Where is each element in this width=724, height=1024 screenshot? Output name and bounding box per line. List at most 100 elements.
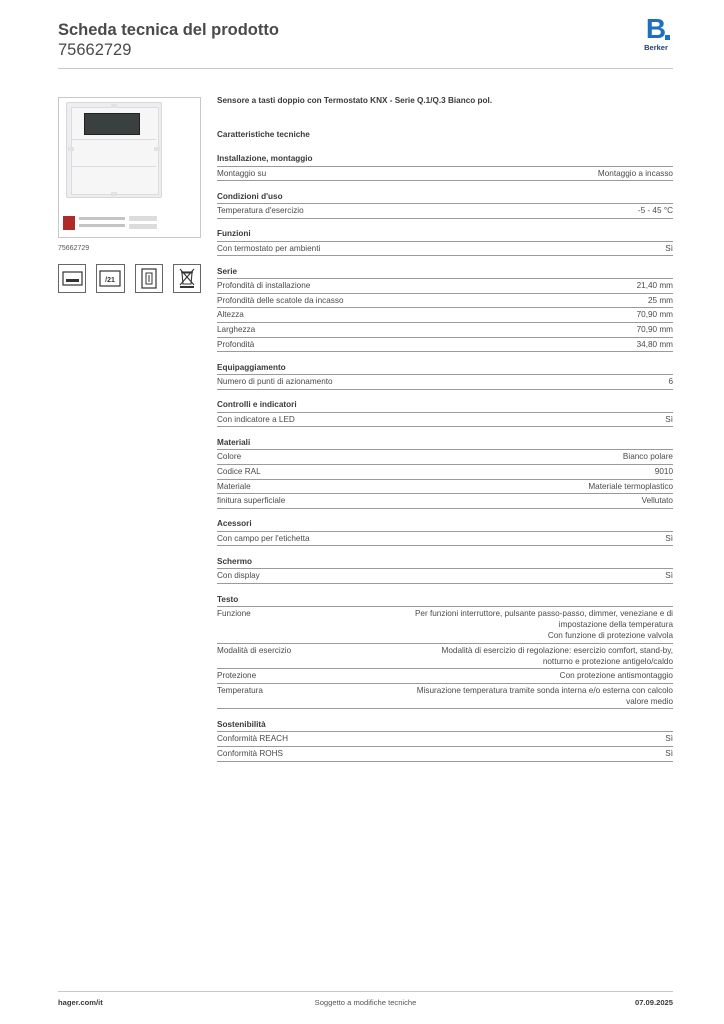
spec-label: Funzione [217, 609, 251, 618]
rocker-top [72, 139, 156, 163]
spec-value: Sì [665, 414, 673, 424]
spec-label: Profondità [217, 339, 255, 349]
left-column: 75662729 /21 [58, 97, 201, 293]
spec-row: Codice RAL 9010 [217, 465, 673, 480]
spec-label: Profondità di installazione [217, 281, 311, 291]
spec-row: Con indicatore a LED Sì [217, 413, 673, 428]
spec-label: Colore [217, 452, 242, 462]
page-title: Scheda tecnica del prodotto [58, 21, 279, 39]
spec-label: Temperatura [217, 685, 263, 695]
wall-anchor [129, 224, 157, 229]
plate-notch [68, 147, 74, 151]
section-title: Testo [217, 594, 673, 607]
display-icon [58, 264, 87, 293]
spec-label: Con termostato per ambienti [217, 243, 321, 253]
image-caption: 75662729 [58, 245, 90, 252]
spec-row: Montaggio su Montaggio a incasso [217, 167, 673, 182]
page-header: Scheda tecnica del prodotto 75662729 B B… [58, 15, 673, 60]
spec-row: Con display Sì [217, 569, 673, 584]
spec-value: Sì [665, 571, 673, 581]
device-module-icon [134, 264, 163, 293]
specifications: Sensore a tasti doppio con Termostato KN… [217, 95, 673, 762]
product-title: Sensore a tasti doppio con Termostato KN… [217, 96, 493, 105]
spec-row: Altezza 70,90 mm [217, 308, 673, 324]
plate-notch [111, 104, 117, 108]
product-number: 75662729 [58, 41, 132, 59]
header-divider [58, 68, 673, 69]
weee-bin-icon [172, 264, 201, 293]
wall-anchor [129, 216, 157, 221]
section-title: Serie [217, 266, 673, 280]
footer-date: 07.09.2025 [634, 998, 673, 1007]
spec-row: Protezione Con protezione antismontaggio [217, 669, 673, 684]
spec-value: 6 [668, 377, 673, 387]
spec-value: Vellutato [641, 496, 673, 506]
tech-heading: Caratteristiche tecniche [217, 130, 310, 139]
spec-value: 9010 [654, 467, 673, 477]
spec-label: Altezza [217, 310, 244, 320]
section-title: Funzioni [217, 228, 673, 242]
spec-value: Sì [665, 748, 673, 758]
plate-notch [111, 192, 117, 196]
spec-label: Codice RAL [217, 467, 261, 477]
spec-row: Colore Bianco polare [217, 450, 673, 466]
screw [79, 224, 125, 227]
spec-value: Sì [665, 533, 673, 543]
spec-value: 21,40 mm [636, 281, 673, 291]
section-title: Installazione, montaggio [217, 153, 673, 167]
spec-value: 34,80 mm [636, 339, 673, 349]
thermostat-lcd [84, 113, 140, 135]
spec-value: Con protezione antismontaggio [559, 671, 673, 681]
spec-value: 70,90 mm [636, 310, 673, 320]
spec-value: 25 mm [647, 295, 673, 305]
spec-label: Conformità ROHS [217, 748, 283, 758]
plate-notch [154, 147, 160, 151]
spec-label: Con campo per l'etichetta [217, 533, 310, 543]
section-title: Sostenibilità [217, 719, 673, 733]
feature-icons: /21 [58, 264, 201, 293]
spec-label: Con display [217, 571, 260, 581]
section-title: Condizioni d'uso [217, 191, 673, 205]
spec-label: Con indicatore a LED [217, 414, 295, 424]
spec-label: Protezione [217, 671, 257, 681]
spec-value: Bianco polare [622, 452, 673, 462]
spec-label: Profondità delle scatole da incasso [217, 295, 344, 305]
section-title: Controlli e indicatori [217, 399, 673, 413]
spec-row: Numero di punti di azionamento 6 [217, 375, 673, 390]
spec-value: Montaggio a incasso [597, 168, 673, 178]
bus-connector [63, 216, 75, 230]
spec-value: Sì [665, 734, 673, 744]
footer-website[interactable]: hager.com/it [58, 998, 103, 1007]
brand-logo: B Berker [639, 15, 673, 52]
spec-label: Montaggio su [217, 168, 267, 178]
section-title: Materiali [217, 437, 673, 451]
svg-text:/21: /21 [106, 277, 116, 284]
spec-value: Modalità di esercizio di regolazione: es… [441, 645, 673, 666]
spec-label: Temperatura d'esercizio [217, 206, 304, 216]
spec-row: Conformità ROHS Sì [217, 747, 673, 762]
rocker-bottom [72, 166, 156, 190]
spec-label: Materiale [217, 481, 251, 491]
spec-row: Profondità 34,80 mm [217, 338, 673, 353]
footer-disclaimer: Soggetto a modifiche tecniche [314, 998, 417, 1007]
spec-label: Numero di punti di azionamento [217, 377, 333, 387]
logo-mark: B [639, 15, 673, 43]
